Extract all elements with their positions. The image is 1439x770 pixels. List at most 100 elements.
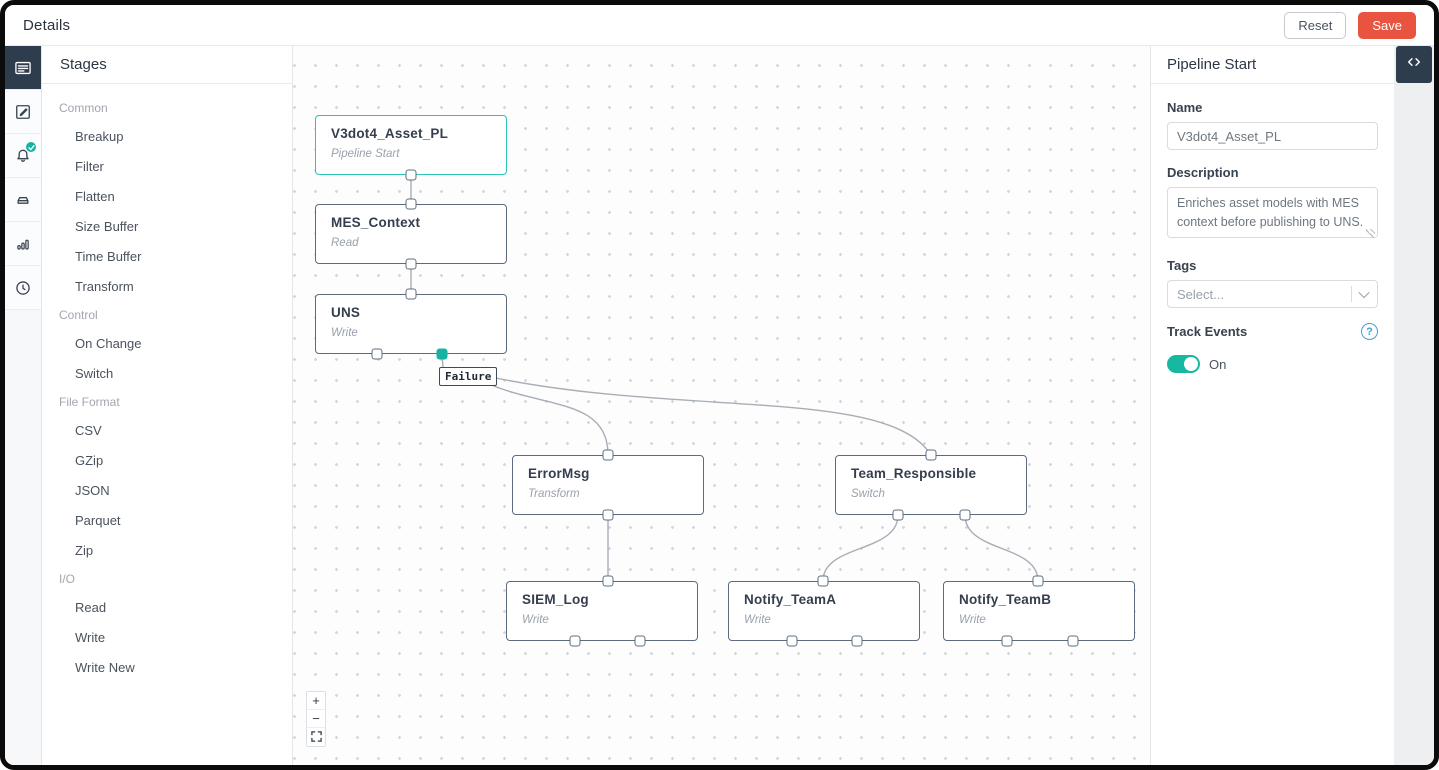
pipeline-edge [822,514,899,582]
inspector-panel: Pipeline Start Name Description Enriches… [1150,46,1394,765]
node-port[interactable] [851,635,863,647]
node-port[interactable] [1067,635,1079,647]
node-port[interactable] [959,509,971,521]
node-subtitle: Switch [851,488,885,500]
pipeline-edge [490,376,932,456]
stage-item-gzip[interactable]: GZip [75,453,104,468]
fit-view-button[interactable] [307,728,325,746]
stage-item-filter[interactable]: Filter [75,159,104,174]
node-port[interactable] [817,575,829,587]
node-title: V3dot4_Asset_PL [331,126,449,141]
node-title: Notify_TeamA [744,592,837,607]
node-title: SIEM_Log [522,592,589,607]
bar-chart-icon [13,234,33,254]
save-button[interactable]: Save [1358,11,1416,39]
node-title: ErrorMsg [528,466,590,481]
node-subtitle: Pipeline Start [331,148,400,160]
right-rail [1394,46,1434,765]
stages-panel-title: Stages [42,46,292,84]
description-field[interactable]: Enriches asset models with MES context b… [1167,187,1378,238]
chevron-down-icon [1358,286,1370,299]
node-port[interactable] [634,635,646,647]
stage-item-write-new[interactable]: Write New [75,660,135,675]
stage-group-label-i-o: I/O [59,572,76,586]
sidebar-item-edit[interactable] [5,90,41,134]
node-subtitle: Write [959,614,986,626]
stage-group-label-file-format: File Format [59,395,120,409]
stage-item-csv[interactable]: CSV [75,423,102,438]
tags-label: Tags [1167,258,1197,273]
node-subtitle: Read [331,237,359,249]
stage-item-zip[interactable]: Zip [75,543,94,558]
node-subtitle: Transform [528,488,580,500]
track-events-toggle[interactable] [1167,355,1200,373]
node-port[interactable] [602,509,614,521]
top-bar-actions: Reset Save [1284,11,1416,39]
toggle-knob [1184,357,1198,371]
stage-item-time-buffer[interactable]: Time Buffer [75,249,142,264]
edit-icon [13,102,33,122]
zoom-in-button[interactable]: + [307,692,325,710]
node-port[interactable] [569,635,581,647]
page-title: Details [23,16,71,34]
node-port[interactable] [405,169,417,181]
node-port[interactable] [1001,635,1013,647]
fit-view-icon [310,730,322,745]
stage-item-read[interactable]: Read [75,600,107,615]
node-title: Notify_TeamB [959,592,1052,607]
stage-item-json[interactable]: JSON [75,483,110,498]
stage-item-size-buffer[interactable]: Size Buffer [75,219,139,234]
sidebar-item-notifications[interactable] [5,134,41,178]
stage-item-switch[interactable]: Switch [75,366,114,381]
check-badge-icon [25,141,37,153]
icon-rail [5,46,42,765]
sidebar-item-metrics[interactable] [5,222,41,266]
node-port[interactable] [892,509,904,521]
select-divider [1351,286,1352,302]
node-port[interactable] [405,258,417,270]
pipeline-node-notify-teamb[interactable]: Notify_TeamB Write [943,581,1135,641]
zoom-out-button[interactable]: − [307,710,325,728]
tags-select[interactable]: Select... [1167,280,1378,308]
inspector-title: Pipeline Start [1151,46,1394,84]
sidebar-item-stages[interactable] [5,46,41,90]
node-port[interactable] [405,288,417,300]
stage-item-transform[interactable]: Transform [75,279,134,294]
clock-icon [13,278,33,298]
help-icon[interactable]: ? [1361,323,1378,340]
node-subtitle: Write [331,327,358,339]
form-icon [13,58,33,78]
pipeline-node-pipeline-start[interactable]: V3dot4_Asset_PL Pipeline Start [315,115,507,175]
node-port[interactable] [371,348,383,360]
code-icon [1405,53,1423,76]
reset-button[interactable]: Reset [1284,11,1347,39]
stage-item-write[interactable]: Write [75,630,106,645]
node-port[interactable] [1032,575,1044,587]
node-title: UNS [331,305,361,320]
code-panel-tab[interactable] [1396,46,1432,83]
pipeline-node-uns[interactable]: UNS Write [315,294,507,354]
stage-item-breakup[interactable]: Breakup [75,129,124,144]
failure-port[interactable] [436,348,448,360]
sidebar-item-storage[interactable] [5,178,41,222]
stage-item-on-change[interactable]: On Change [75,336,142,351]
node-port[interactable] [786,635,798,647]
stage-item-parquet[interactable]: Parquet [75,513,121,528]
node-port[interactable] [602,575,614,587]
edge-label-failure[interactable]: Failure [439,367,498,386]
name-field[interactable] [1167,122,1378,150]
stage-item-flatten[interactable]: Flatten [75,189,115,204]
node-port[interactable] [602,449,614,461]
node-port[interactable] [925,449,937,461]
sidebar-item-history[interactable] [5,266,41,310]
node-port[interactable] [405,198,417,210]
